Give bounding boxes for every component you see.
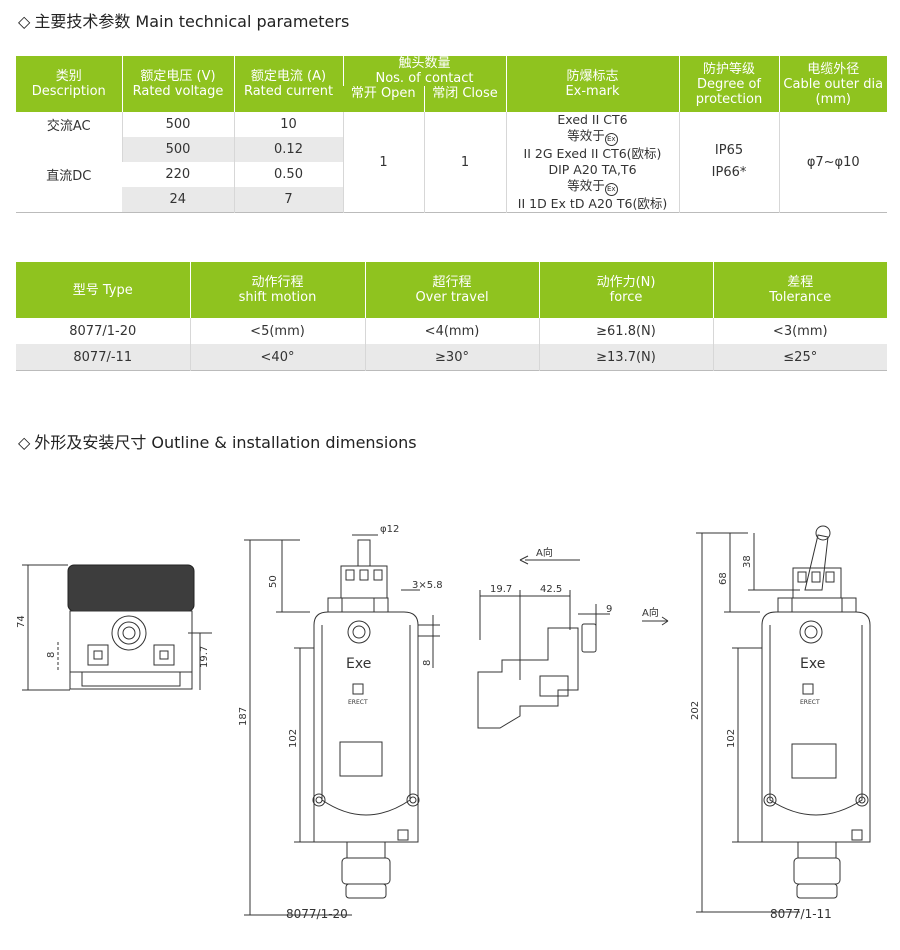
shift-cell: <5(mm) bbox=[189, 318, 365, 344]
table-row: 220 0.50 bbox=[16, 162, 887, 187]
tolerance-cell: <3(mm) bbox=[712, 318, 887, 344]
dim-8: 8 bbox=[46, 652, 57, 658]
dim-8b: 8 bbox=[422, 660, 433, 666]
exe-label: Exe bbox=[346, 656, 371, 672]
header-rated-current: 额定电流 (A)Rated current bbox=[233, 56, 343, 112]
dim-74: 74 bbox=[16, 615, 27, 628]
over-cell: <4(mm) bbox=[364, 318, 539, 344]
brand-logo: ERECT bbox=[348, 699, 368, 706]
type-cell: 8077/1-20 bbox=[69, 323, 137, 339]
dim-38: 38 bbox=[742, 555, 753, 568]
dim-3x5-8: 3×5.8 bbox=[412, 580, 443, 591]
table-row: 8077/-11 <40° ≥30° ≥13.7(N) ≤25° bbox=[16, 344, 887, 371]
exe-label-b: Exe bbox=[800, 656, 825, 672]
dim-50: 50 bbox=[268, 575, 279, 588]
dim-19-7b: 19.7 bbox=[490, 584, 512, 595]
a-direction-arrow-icon bbox=[642, 616, 669, 626]
side-view-drawing bbox=[22, 564, 212, 691]
open-count: 1 bbox=[342, 112, 424, 213]
brand-logo-b: ERECT bbox=[800, 699, 820, 706]
table-row: 直流DC 500 0.12 bbox=[16, 137, 887, 184]
dim-19-7: 19.7 bbox=[199, 646, 210, 668]
current-cell: 7 bbox=[233, 187, 343, 213]
table-row: 24 7 bbox=[16, 187, 887, 213]
dim-42-5: 42.5 bbox=[540, 584, 562, 595]
tolerance-cell: ≤25° bbox=[712, 344, 887, 371]
dim-102b: 102 bbox=[726, 729, 737, 748]
voltage-cell: 24 bbox=[122, 187, 234, 213]
header-open: 常开 Open bbox=[343, 86, 424, 112]
header-force: 动作力(N)force bbox=[538, 262, 713, 318]
cable-dia-cell: φ7~φ10 bbox=[778, 112, 887, 213]
a-view-drawing bbox=[477, 555, 610, 729]
ex-symbol-icon: Ex bbox=[604, 133, 618, 146]
a-direction-label: A向 bbox=[642, 606, 659, 619]
header-close: 常闭 Close bbox=[423, 86, 506, 112]
dim-68: 68 bbox=[718, 572, 729, 585]
dc-label: 直流DC bbox=[46, 169, 92, 184]
ex-symbol-icon: Ex bbox=[604, 183, 618, 196]
shift-cell: <40° bbox=[189, 344, 365, 371]
front-view-8077-1-20 bbox=[244, 534, 440, 916]
close-count: 1 bbox=[423, 112, 506, 213]
voltage-cell: 220 bbox=[165, 167, 191, 182]
voltage-cell: 500 bbox=[121, 112, 234, 137]
caption-8077-1-20: 8077/1-20 bbox=[286, 907, 348, 921]
current-cell: 0.12 bbox=[233, 137, 343, 162]
force-cell: ≥61.8(N) bbox=[538, 318, 713, 344]
diamond-bullet-icon: ◇ bbox=[18, 433, 31, 452]
voltage-cell: 500 bbox=[121, 137, 234, 162]
a-view-label: A向 bbox=[536, 546, 553, 559]
table-row: 8077/1-20 <5(mm) <4(mm) ≥61.8(N) <3(mm) bbox=[16, 318, 887, 344]
force-cell: ≥13.7(N) bbox=[538, 344, 713, 371]
dim-187: 187 bbox=[238, 707, 249, 726]
type-cell: 8077/-11 bbox=[73, 349, 133, 365]
current-cell: 10 bbox=[233, 112, 343, 137]
outline-dimensions-heading: ◇外形及安装尺寸 Outline & installation dimensio… bbox=[18, 433, 417, 452]
header-rated-voltage: 额定电压 (V)Rated voltage bbox=[121, 56, 234, 112]
current-cell: 0.50 bbox=[233, 162, 343, 187]
ac-label: 交流AC bbox=[46, 119, 91, 134]
dim-9: 9 bbox=[606, 604, 612, 615]
diamond-bullet-icon: ◇ bbox=[18, 12, 31, 31]
header-type: 型号 Type bbox=[16, 262, 190, 318]
dim-202: 202 bbox=[690, 701, 701, 720]
dim-102: 102 bbox=[288, 729, 299, 748]
dim-phi12: φ12 bbox=[380, 524, 399, 535]
outline-drawings: 74 8 19.7 φ12 50 3×5.8 8 1 bbox=[16, 524, 871, 921]
caption-8077-1-11: 8077/1-11 bbox=[770, 907, 832, 921]
technical-parameters-heading: ◇主要技术参数 Main technical parameters bbox=[18, 12, 350, 31]
over-cell: ≥30° bbox=[364, 344, 539, 371]
front-view-8077-1-11 bbox=[696, 525, 871, 913]
